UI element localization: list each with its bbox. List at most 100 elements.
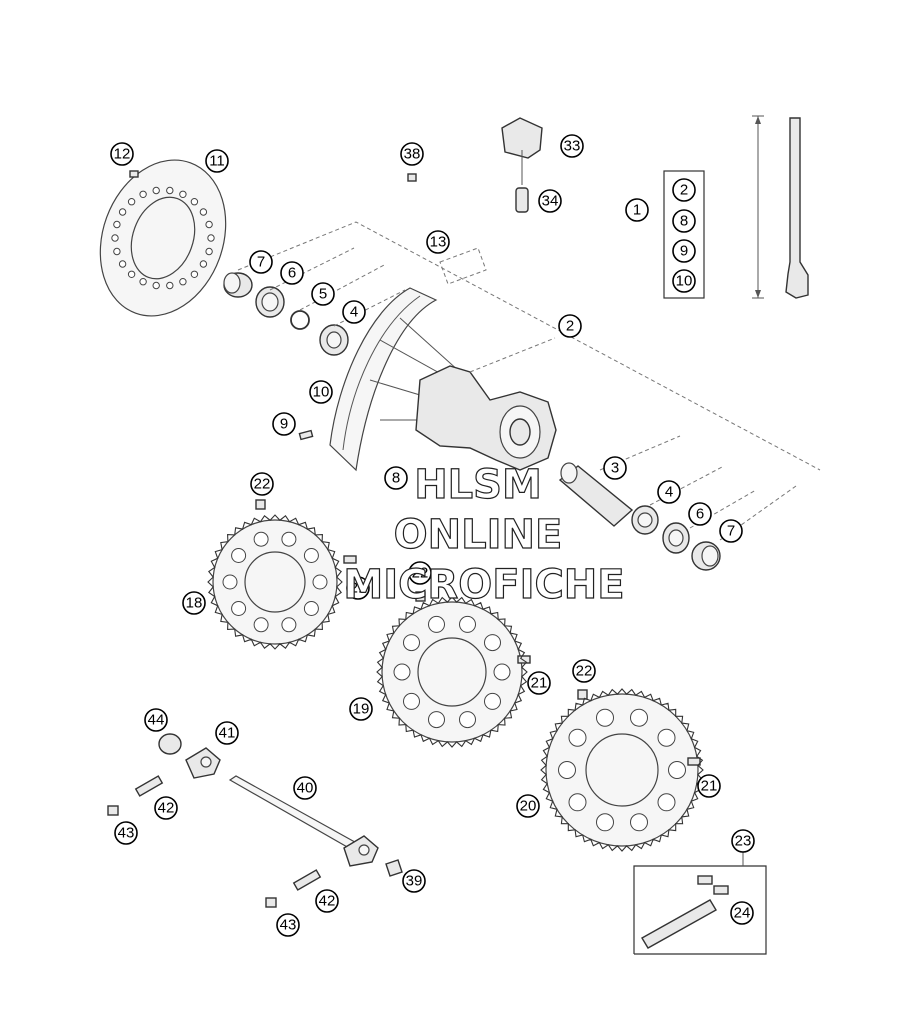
lock-nut-2 xyxy=(265,897,277,908)
lightening-hole xyxy=(231,548,247,563)
disc-hole xyxy=(166,281,174,290)
nut xyxy=(158,733,182,755)
valve-stem xyxy=(515,187,529,213)
callout-12: 12 xyxy=(110,142,134,166)
lightening-hole xyxy=(493,663,511,681)
disc-hole xyxy=(113,247,121,256)
disc-hole xyxy=(113,220,121,229)
svg-text:21: 21 xyxy=(531,675,548,692)
callout-8-spokes: 8 xyxy=(384,466,408,490)
collar-nut-1 xyxy=(255,499,266,510)
callout-5: 5 xyxy=(311,282,335,306)
rim-tape xyxy=(439,247,487,285)
svg-text:11: 11 xyxy=(209,153,225,170)
spacer-right xyxy=(691,541,721,571)
svg-text:9: 9 xyxy=(680,243,688,260)
spoke-set-box xyxy=(663,170,705,299)
disc-hole xyxy=(205,247,213,256)
callout-22-a: 22 xyxy=(250,472,274,496)
collar-nut-2 xyxy=(415,591,426,602)
callout-1: 1 xyxy=(625,198,649,222)
lightening-hole xyxy=(596,708,614,727)
sprocket-small-holes xyxy=(222,531,328,633)
svg-text:43: 43 xyxy=(280,917,297,934)
spoke-nipple xyxy=(298,429,314,441)
spoke xyxy=(752,115,809,299)
disc-hole xyxy=(179,190,187,199)
watermark-line-1: HLSM xyxy=(414,462,542,508)
lightening-hole xyxy=(231,601,247,616)
callout-34: 34 xyxy=(538,189,562,213)
callout-7-right: 7 xyxy=(719,519,743,543)
lightening-hole xyxy=(253,617,269,633)
brake-disc-holes xyxy=(111,186,215,290)
callout-2-set: 2 xyxy=(672,178,696,202)
callout-21-b: 21 xyxy=(527,671,551,695)
svg-text:3: 3 xyxy=(611,460,619,477)
callout-21-a: 21 xyxy=(346,576,370,600)
callout-2-hub: 2 xyxy=(558,314,582,338)
bearing-left xyxy=(319,324,349,356)
lightening-hole xyxy=(484,692,501,710)
lightening-hole xyxy=(403,692,420,710)
sprocket-teeth xyxy=(376,596,528,748)
disc-hole xyxy=(139,190,147,199)
adjusting-screw-2 xyxy=(292,869,322,891)
valve-cap xyxy=(501,117,543,185)
svg-text:22: 22 xyxy=(576,663,593,680)
lightening-hole xyxy=(630,708,648,727)
circlip xyxy=(290,310,310,330)
disc-screw xyxy=(129,170,139,178)
callout-9-set: 9 xyxy=(672,239,696,263)
svg-text:7: 7 xyxy=(727,523,735,540)
svg-text:21: 21 xyxy=(701,778,718,795)
svg-text:1: 1 xyxy=(633,202,641,219)
svg-text:5: 5 xyxy=(319,286,327,303)
sprocket-bolt-2 xyxy=(517,655,531,664)
callout-22-c: 22 xyxy=(572,659,596,683)
svg-text:21: 21 xyxy=(350,580,367,597)
spacer-left xyxy=(223,272,253,298)
callout-6-left: 6 xyxy=(280,261,304,285)
callout-40: 40 xyxy=(293,776,317,800)
svg-text:23: 23 xyxy=(735,833,752,850)
sprocket-large xyxy=(545,693,699,847)
svg-text:2: 2 xyxy=(680,182,688,199)
lightening-hole xyxy=(459,615,476,633)
lock-nut-1 xyxy=(107,805,119,816)
callout-18: 18 xyxy=(182,591,206,615)
svg-text:10: 10 xyxy=(676,273,693,290)
svg-text:22: 22 xyxy=(412,565,429,582)
svg-text:33: 33 xyxy=(564,138,581,155)
disc-hole xyxy=(127,198,136,206)
distance-sleeve xyxy=(558,462,634,527)
sprocket-bolt-3 xyxy=(687,757,701,766)
callout-8-set: 8 xyxy=(672,209,696,233)
callout-9-nipple: 9 xyxy=(272,412,296,436)
svg-text:34: 34 xyxy=(542,193,559,210)
lightening-hole xyxy=(558,761,576,779)
sprocket-bolt-1 xyxy=(343,555,357,564)
sprocket-small xyxy=(212,519,338,645)
disc-hole xyxy=(152,281,160,290)
lightening-hole xyxy=(657,728,676,747)
svg-text:4: 4 xyxy=(665,484,673,501)
lightening-hole xyxy=(428,615,445,633)
svg-text:18: 18 xyxy=(186,595,203,612)
bearing-right xyxy=(631,505,659,535)
disc-hole xyxy=(205,220,213,229)
callout-43-a: 43 xyxy=(114,821,138,845)
plug-screw xyxy=(385,859,403,877)
disc-hole xyxy=(152,186,160,195)
disc-hole xyxy=(199,208,208,216)
lightening-hole xyxy=(303,601,319,616)
sprocket-large-holes xyxy=(558,708,686,832)
disc-hole xyxy=(118,208,127,216)
sprocket-teeth xyxy=(540,688,704,852)
callout-10-set: 10 xyxy=(672,269,696,293)
watermark: HLSM ONLINE MICROFICHE xyxy=(343,461,625,608)
svg-text:44: 44 xyxy=(148,712,165,729)
disc-hole xyxy=(190,270,199,278)
svg-text:42: 42 xyxy=(158,800,175,817)
hub xyxy=(415,365,557,471)
